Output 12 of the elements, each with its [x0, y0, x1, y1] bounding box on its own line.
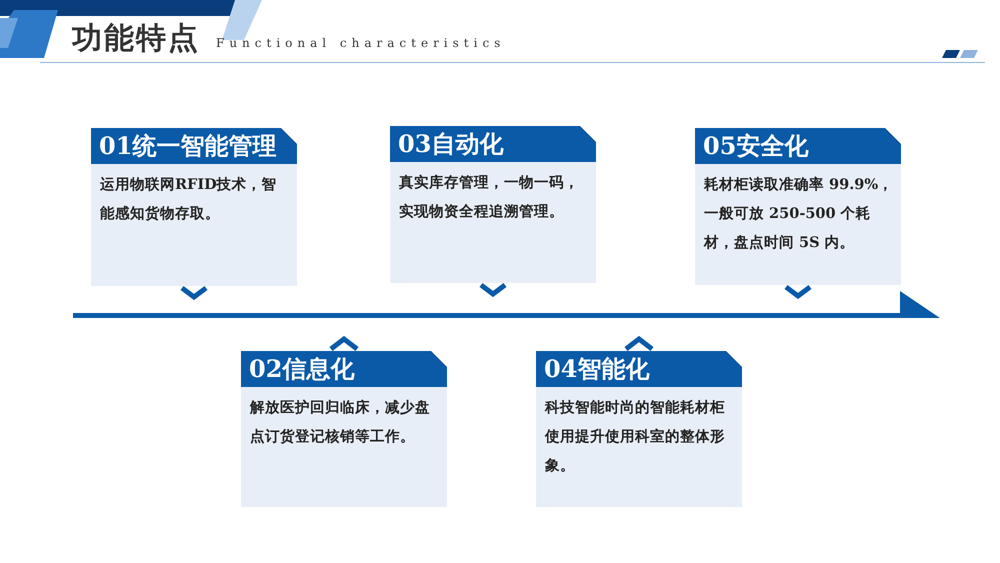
page-title: 功能特点 [72, 20, 200, 58]
card-text: 运用物联网RFID技术，智能感知货物存取。 [91, 164, 297, 286]
card-text: 耗材柜读取准确率 99.9%，一般可放 250-500 个耗材，盘点时间 5S 内。 [695, 164, 901, 285]
card-heading: 04智能化 [536, 351, 742, 387]
subtitle: Functional characteristics [216, 36, 506, 50]
card-heading: 01统一智能管理 [91, 128, 297, 164]
card-text: 解放医护回归临床，减少盘点订货登记核销等工作。 [241, 387, 447, 507]
card-heading: 03自动化 [390, 126, 596, 162]
card-text: 真实库存管理，一物一码，实现物资全程追溯管理。 [390, 162, 596, 283]
card-heading: 02信息化 [241, 351, 447, 387]
card-text: 科技智能时尚的智能耗材柜使用提升使用科室的整体形象。 [536, 387, 742, 507]
card-heading: 05安全化 [695, 128, 901, 164]
